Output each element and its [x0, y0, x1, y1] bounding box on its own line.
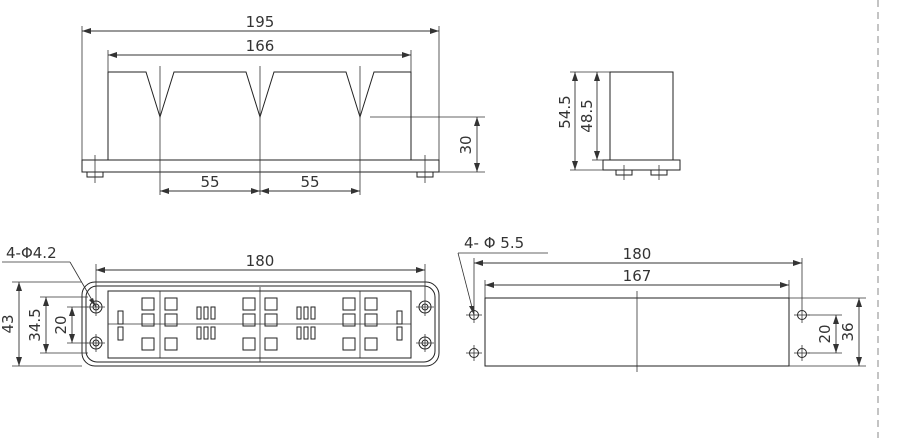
- top-hole-note: 4-Φ4.2: [6, 244, 57, 262]
- arrowhead: [833, 315, 839, 324]
- arrowhead: [260, 188, 269, 194]
- arrowhead: [594, 72, 600, 81]
- arrowhead: [780, 282, 789, 288]
- side-base: [602, 159, 681, 171]
- arrowhead: [43, 297, 49, 306]
- dim-top-inner-height: 20: [52, 315, 70, 334]
- arrowhead: [856, 298, 862, 307]
- arrowhead: [474, 163, 480, 172]
- arrowhead: [16, 282, 22, 291]
- arrowhead: [833, 344, 839, 353]
- terminal-openings: [117, 297, 403, 351]
- front-body-outline: [107, 71, 412, 160]
- bottom-hole-tr: [794, 307, 810, 323]
- arrowhead: [430, 28, 439, 34]
- mount-hole-bl: [87, 334, 105, 352]
- top-view: 4-Φ4.2 180 43 34.5 20: [0, 244, 440, 367]
- dim-hole-spacing: 34.5: [26, 308, 44, 341]
- dim-body-height: 48.5: [578, 99, 596, 132]
- arrowhead: [572, 161, 578, 170]
- side-body: [609, 71, 674, 161]
- dim-pitch-2: 55: [300, 173, 319, 191]
- bottom-hole-note: 4- Φ 5.5: [464, 234, 524, 252]
- top-plate-inner: [85, 285, 436, 363]
- bottom-hole-br: [794, 345, 810, 361]
- arrowhead: [82, 28, 91, 34]
- arrowhead: [43, 344, 49, 353]
- arrowhead: [572, 72, 578, 81]
- bottom-hole-bl: [466, 345, 482, 361]
- arrowhead: [793, 260, 802, 266]
- top-body-outline: [107, 290, 412, 359]
- arrowhead: [594, 151, 600, 160]
- mount-hole-tr: [416, 298, 434, 316]
- arrowhead: [416, 267, 425, 273]
- dim-height: 30: [457, 135, 475, 154]
- mount-hole-br: [416, 334, 434, 352]
- arrowhead: [402, 52, 411, 58]
- dim-bottom-width: 180: [623, 245, 652, 263]
- bottom-view: 4- Φ 5.5 180 167 20 36: [457, 234, 866, 372]
- arrowhead: [474, 260, 483, 266]
- side-view: 54.5 48.5: [556, 71, 681, 180]
- arrowhead: [351, 188, 360, 194]
- arrowhead: [89, 298, 96, 307]
- dim-bottom-inner-height: 20: [816, 324, 834, 343]
- arrowhead: [69, 334, 75, 343]
- dim-top-width: 180: [246, 252, 275, 270]
- dim-pitch-1: 55: [200, 173, 219, 191]
- top-plate-outer: [81, 281, 440, 367]
- dim-top-overall-height: 43: [0, 314, 17, 333]
- dim-bottom-inner-width: 167: [623, 267, 652, 285]
- arrowhead: [96, 267, 105, 273]
- front-base-plate: [81, 159, 440, 173]
- arrowhead: [856, 357, 862, 366]
- arrowhead: [108, 52, 117, 58]
- arrowhead: [469, 306, 474, 315]
- dim-bottom-overall-height: 36: [839, 322, 857, 341]
- arrowhead: [251, 188, 260, 194]
- arrowhead: [160, 188, 169, 194]
- arrowhead: [69, 307, 75, 316]
- dim-overall-height: 54.5: [556, 95, 574, 128]
- dim-inner-width: 166: [246, 37, 275, 55]
- hole-note-leader: [457, 252, 475, 316]
- arrowhead: [16, 357, 22, 366]
- dim-overall-width: 195: [246, 13, 275, 31]
- arrowhead: [485, 282, 494, 288]
- arrowhead: [474, 117, 480, 126]
- front-view: 195 166 30 55 55: [81, 13, 485, 195]
